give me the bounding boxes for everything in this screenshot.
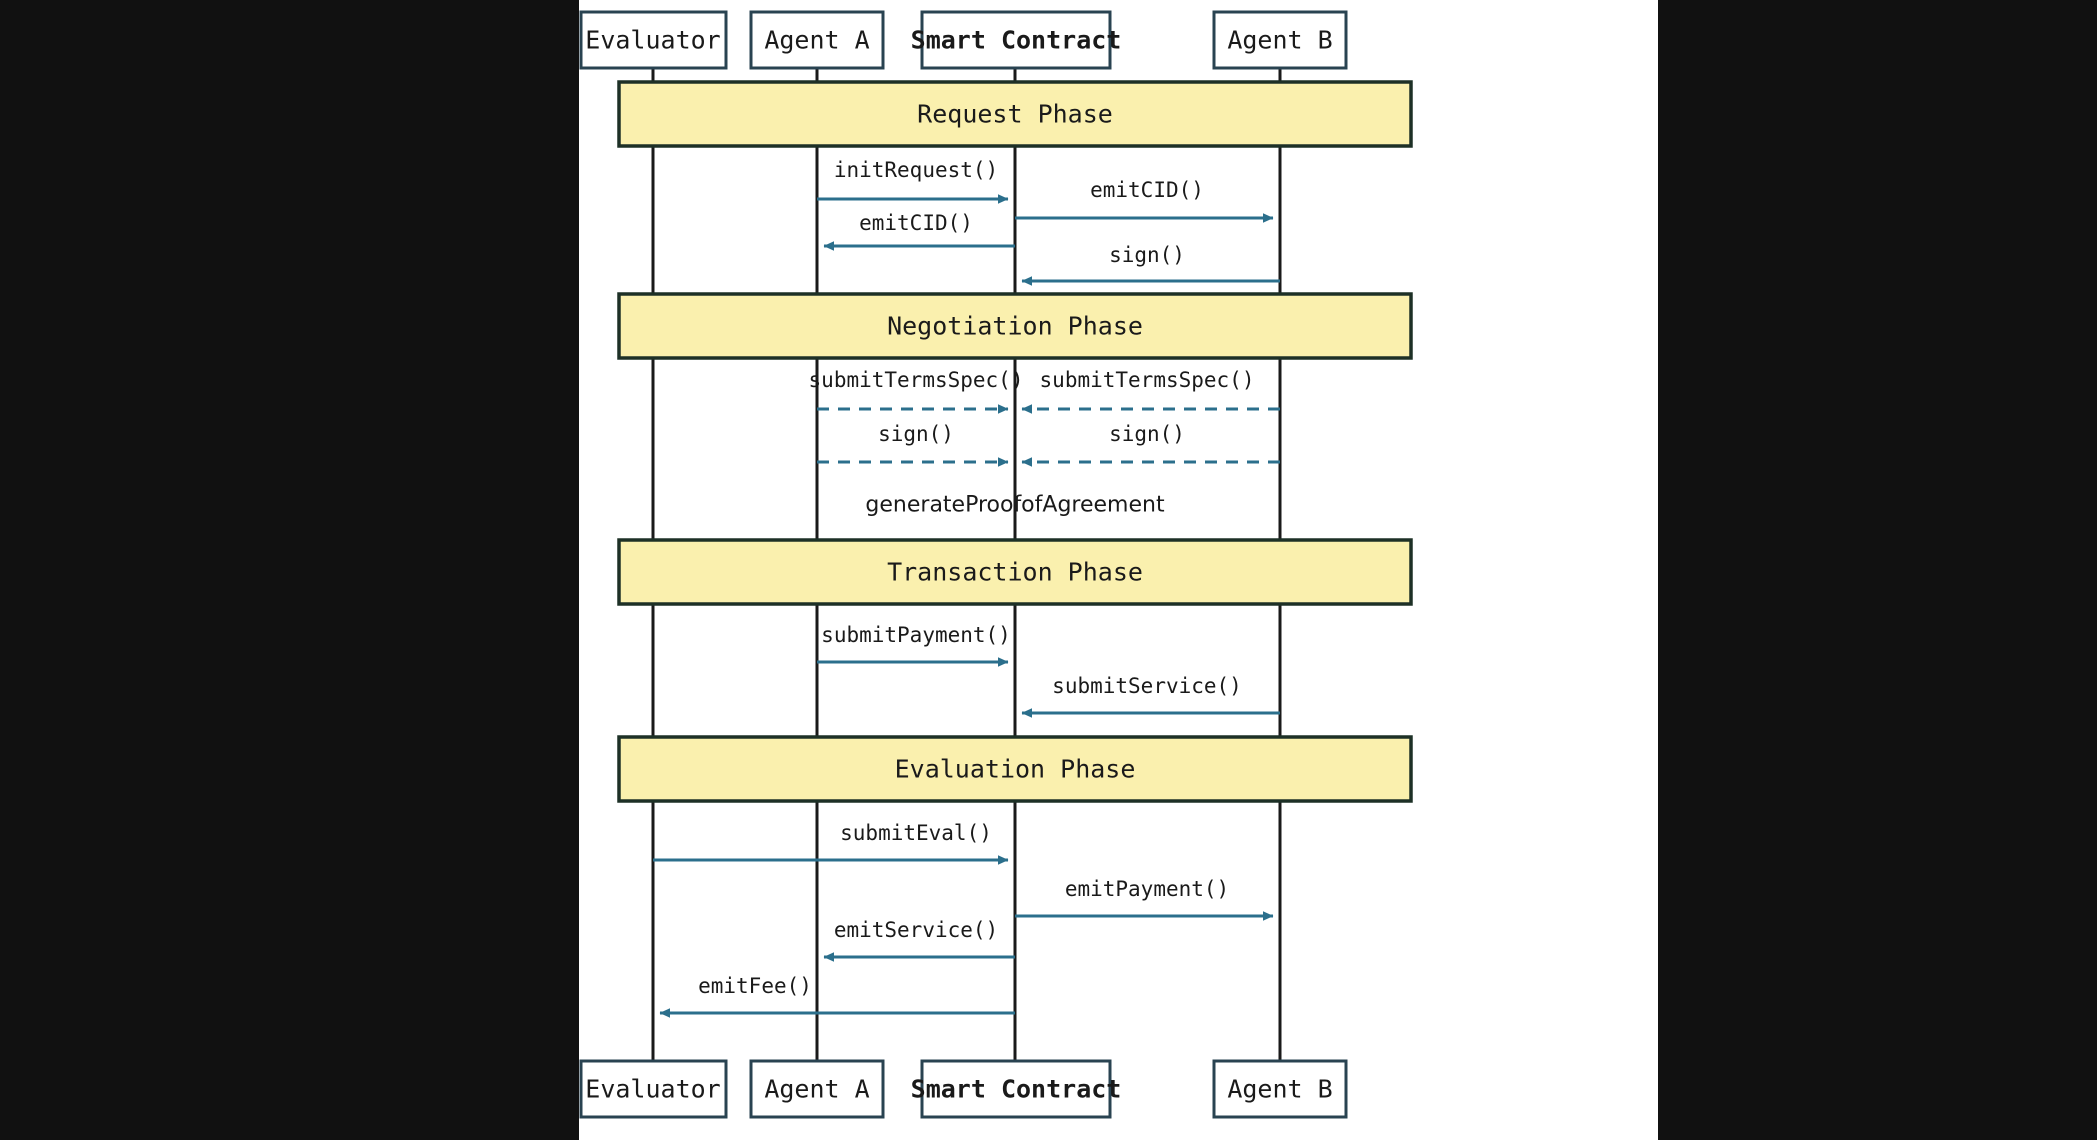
arrows-evaluation-phase (653, 855, 1274, 1018)
actor-box-bottom-smart-contract[interactable] (920, 1059, 1112, 1119)
sequence-diagram-svg (579, 10, 1413, 1119)
phase-band-evaluation[interactable] (617, 735, 1413, 803)
arrows-request-phase (817, 194, 1280, 286)
diagram-canvas: Evaluator Agent A Smart Contract Agent B… (579, 0, 1658, 1140)
actor-boxes-bottom (579, 1059, 1348, 1119)
phase-band-request[interactable] (617, 80, 1413, 148)
actor-box-top-agent-b[interactable] (1212, 10, 1348, 70)
actor-box-top-evaluator[interactable] (579, 10, 728, 70)
arrows-transaction-phase (817, 657, 1280, 718)
actor-box-bottom-evaluator[interactable] (579, 1059, 728, 1119)
actor-box-top-smart-contract[interactable] (920, 10, 1112, 70)
phase-bands (617, 80, 1413, 803)
phase-band-transaction[interactable] (617, 538, 1413, 606)
phase-band-negotiation[interactable] (617, 292, 1413, 360)
arrows-negotiation-phase (817, 404, 1280, 467)
actor-box-top-agent-a[interactable] (749, 10, 885, 70)
actor-box-bottom-agent-a[interactable] (749, 1059, 885, 1119)
actor-box-bottom-agent-b[interactable] (1212, 1059, 1348, 1119)
actor-boxes-top (579, 10, 1348, 70)
